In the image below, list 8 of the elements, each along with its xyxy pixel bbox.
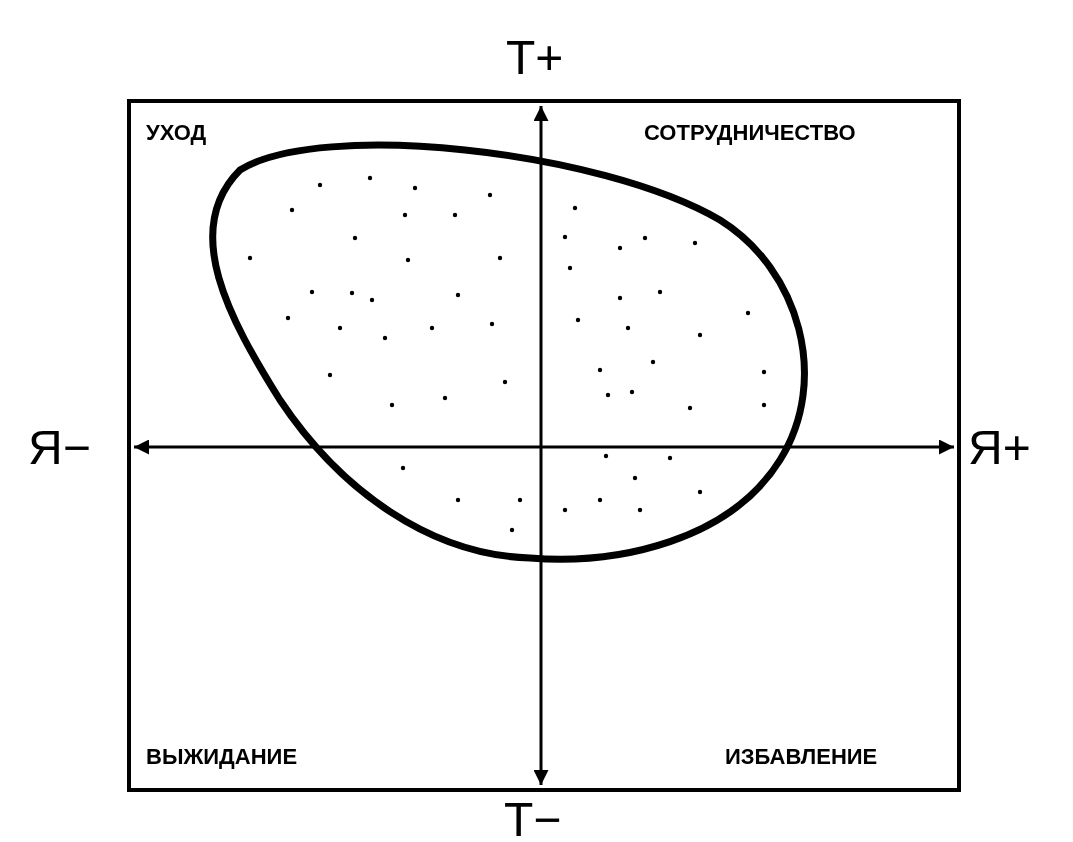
axis-label: Я− <box>28 424 91 472</box>
axis-label: Я+ <box>968 424 1031 472</box>
quadrant-label: ВЫЖИДАНИЕ <box>146 746 298 768</box>
quadrant-label: СОТРУДНИЧЕСТВО <box>644 122 856 144</box>
axis-label: Т− <box>504 796 562 842</box>
quadrant-label: УХОД <box>146 122 207 144</box>
quadrant-label: ИЗБАВЛЕНИЕ <box>725 746 878 768</box>
axis-label: Т+ <box>506 34 564 82</box>
